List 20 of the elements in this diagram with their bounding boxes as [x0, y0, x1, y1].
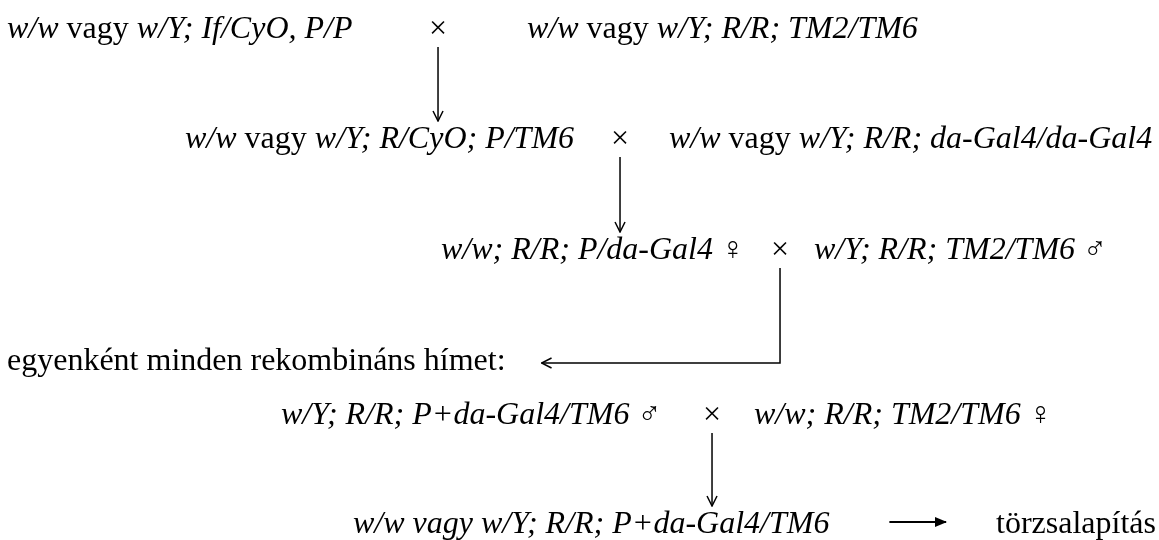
result-text: törzsalapítás: [996, 504, 1156, 540]
cross-sign: ×: [429, 9, 448, 45]
arrow: [614, 156, 626, 233]
genotype-text: w/w; R/R; TM2/TM6 ♀: [754, 395, 1053, 431]
genotype-text: w/w vagy w/Y; R/R; TM2/TM6: [527, 9, 918, 45]
cross-sign: ×: [771, 230, 790, 266]
genotype-text: w/w vagy w/Y; R/CyO; P/TM6: [185, 119, 575, 155]
genotype-text: w/w; R/R; P/da-Gal4 ♀: [441, 230, 745, 266]
genotype-text: w/Y; R/R; P+da-Gal4/TM6 ♂: [281, 395, 662, 431]
genotype-text: w/Y; R/R; TM2/TM6 ♂: [814, 230, 1108, 266]
arrow: [888, 517, 947, 527]
cross-sign: ×: [611, 119, 630, 155]
genotype-text: w/w vagy w/Y; If/CyO, P/P: [7, 9, 353, 45]
genotype-text: w/w vagy w/Y; R/R; P+da-Gal4/TM6: [353, 504, 830, 540]
genotype-text: w/w vagy w/Y; R/R; da-Gal4/da-Gal4: [669, 119, 1153, 155]
arrow: [706, 432, 718, 507]
cross-sign: ×: [703, 395, 722, 431]
arrow: [540, 267, 781, 369]
instruction-text: egyenként minden rekombináns hímet:: [7, 341, 506, 377]
arrow: [432, 46, 444, 122]
